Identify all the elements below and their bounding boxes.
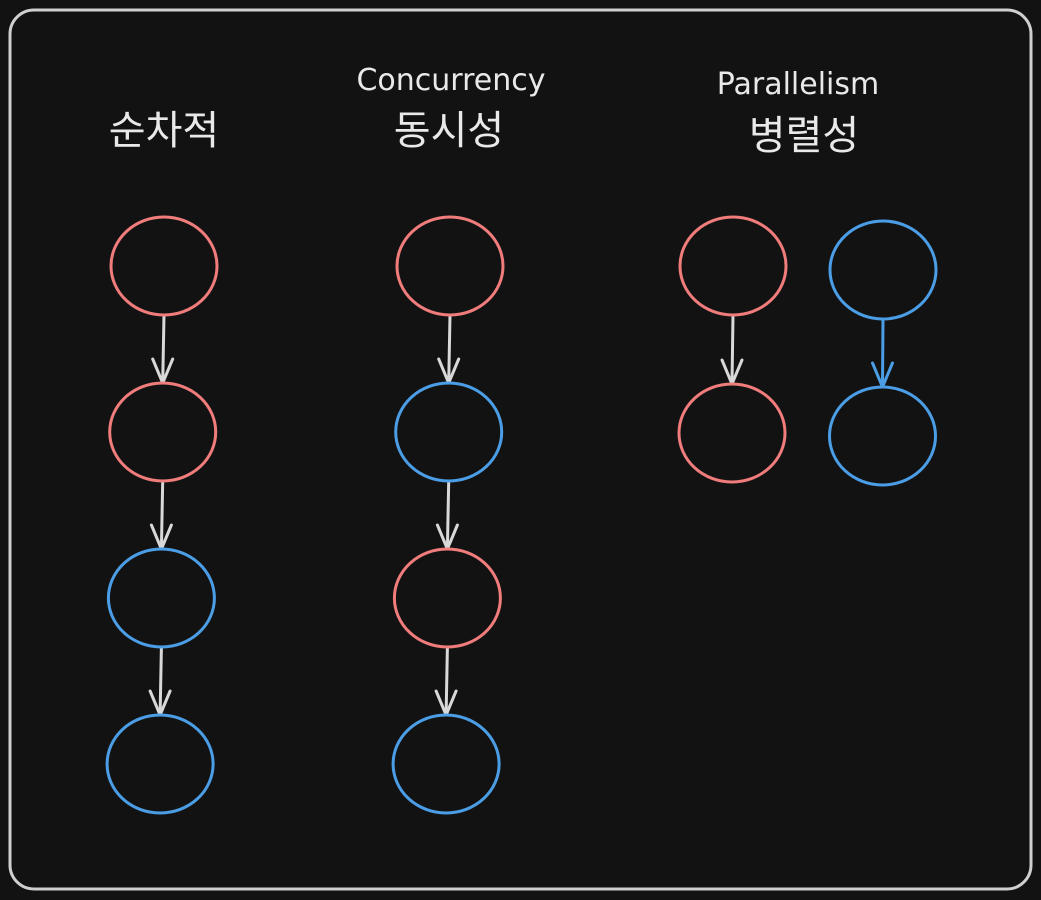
task-node-b (391, 713, 501, 815)
flow-arrow (730, 313, 735, 386)
flow-arrow (159, 479, 165, 551)
task-node-b (106, 547, 216, 649)
column-concurrency: Concurrency 동시성 (356, 63, 546, 815)
task-node-a (677, 382, 787, 484)
parallelism-title-ko: 병렬성 (749, 113, 859, 159)
task-node-a (392, 547, 502, 649)
flow-arrow (158, 645, 163, 717)
sequential-title: 순차적 (109, 108, 219, 154)
task-node-a (678, 215, 788, 317)
flow-arrow (881, 317, 885, 389)
task-node-b (828, 385, 937, 487)
task-node-a (109, 215, 219, 317)
parallelism-lane-a (677, 215, 788, 484)
diagram-frame (8, 8, 1033, 891)
flow-arrow (445, 479, 451, 551)
concurrency-lane (391, 215, 505, 815)
task-node-b (828, 219, 938, 321)
concurrency-title-ko: 동시성 (394, 108, 504, 154)
sequential-lane (105, 215, 219, 815)
column-sequential: 순차적 (105, 108, 219, 815)
flow-arrow (447, 313, 452, 385)
task-node-b (394, 381, 504, 483)
task-node-a (108, 381, 218, 483)
task-node-a (395, 215, 505, 317)
flow-arrow (444, 645, 449, 717)
concurrency-title-en: Concurrency (356, 63, 545, 98)
task-node-b (105, 713, 215, 815)
flow-arrow (161, 313, 166, 385)
column-parallelism: Parallelism 병렬성 (677, 67, 938, 487)
parallelism-lane-b (828, 219, 938, 487)
parallelism-title-en: Parallelism (717, 67, 880, 102)
